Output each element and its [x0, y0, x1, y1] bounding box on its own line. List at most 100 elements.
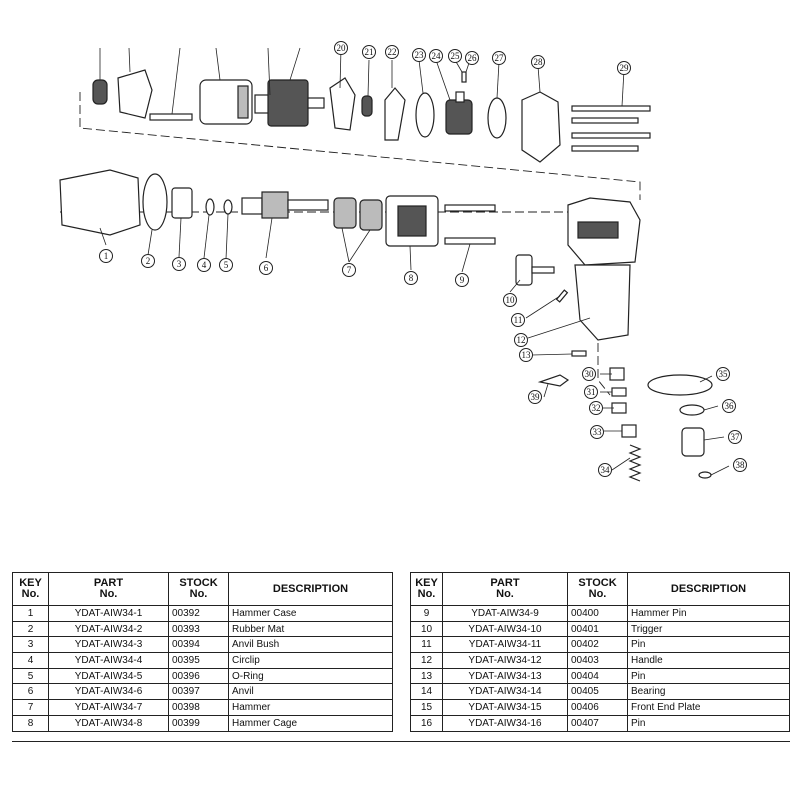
valve-seat-part: [611, 402, 627, 414]
svg-text:2: 2: [146, 256, 151, 266]
callout-39: 39: [528, 390, 542, 404]
bearing-part-2: [361, 95, 373, 117]
gasket-part: [384, 87, 406, 141]
svg-text:22: 22: [388, 47, 397, 57]
cell-key: 11: [410, 636, 443, 654]
cell-part-no: YDAT-AIW34-10: [442, 620, 568, 638]
handle-part: [574, 264, 631, 341]
cell-stock-no: 00404: [567, 667, 628, 685]
cell-part-no: YDAT-AIW34-11: [442, 636, 568, 654]
cell-description: Hammer Pin: [627, 605, 790, 622]
svg-text:20: 20: [337, 43, 347, 53]
cell-part-no: YDAT-AIW34-6: [48, 683, 169, 701]
svg-text:28: 28: [534, 57, 544, 67]
callout-27: 27: [492, 51, 506, 65]
cell-description: Rubber Mat: [228, 620, 393, 638]
cell-description: Front End Plate: [627, 699, 790, 716]
cell-part-no: YDAT-AIW34-9: [442, 605, 568, 622]
callout-26: 26: [465, 51, 479, 65]
svg-text:37: 37: [731, 432, 741, 442]
callout-31: 31: [584, 385, 598, 399]
valve-part: [611, 387, 627, 397]
bottom-plate-part: [647, 374, 713, 396]
callout-33: 33: [590, 425, 604, 439]
callout-24: 24: [429, 49, 443, 63]
callout-8: 8: [404, 271, 418, 285]
callout-35: 35: [716, 367, 730, 381]
callout-6: 6: [259, 261, 273, 275]
cell-part-no: YDAT-AIW34-14: [442, 683, 568, 701]
anvil-bush-part: [171, 187, 193, 219]
header-description: DESCRIPTION: [228, 572, 393, 606]
svg-text:7: 7: [347, 265, 352, 275]
air-inlet-part: [609, 367, 625, 381]
callout-12: 12: [514, 333, 528, 347]
cell-part-no: YDAT-AIW34-1: [48, 605, 169, 622]
cell-description: Hammer: [228, 699, 393, 716]
cell-key: 10: [410, 620, 443, 638]
front-end-plate-part: [117, 69, 153, 119]
cell-part-no: YDAT-AIW34-8: [48, 714, 169, 732]
svg-text:13: 13: [522, 350, 532, 360]
rear-plate-part: [329, 77, 356, 131]
trigger-part: [515, 254, 555, 286]
cell-description: Hammer Cage: [228, 714, 393, 732]
pin-part: [555, 289, 569, 303]
reverse-button-part: [537, 374, 570, 387]
callout-36: 36: [722, 399, 736, 413]
cell-part-no: YDAT-AIW34-4: [48, 652, 169, 669]
cell-description: Anvil: [228, 683, 393, 701]
seal-ring-part: [679, 404, 705, 416]
svg-text:36: 36: [725, 401, 735, 411]
cell-stock-no: 00403: [567, 652, 628, 669]
cell-key: 13: [410, 667, 443, 685]
cell-key: 8: [12, 714, 49, 732]
svg-text:32: 32: [592, 403, 601, 413]
cell-description: Pin: [627, 714, 790, 732]
callout-5: 5: [219, 258, 233, 272]
svg-text:9: 9: [460, 275, 465, 285]
pin-part-2: [571, 350, 587, 357]
exploded-parts-diagram: 1 2 3 4 5 6 7 8 9 10 11 12 13 20 21 22 2…: [59, 41, 747, 482]
cell-part-no: YDAT-AIW34-13: [442, 667, 568, 685]
cell-description: Pin: [627, 667, 790, 685]
callout-28: 28: [531, 55, 545, 69]
callouts: 1 2 3 4 5 6 7 8 9 10 11 12 13 20 21 22 2…: [99, 41, 747, 477]
cell-key: 1: [12, 605, 49, 622]
circlip-part: [205, 198, 215, 216]
cell-description: O-Ring: [228, 667, 393, 685]
cell-key: 4: [12, 652, 49, 669]
header-description: DESCRIPTION: [627, 572, 790, 606]
svg-text:3: 3: [177, 259, 182, 269]
cell-part-no: YDAT-AIW34-3: [48, 636, 169, 654]
bottom-divider: [12, 741, 790, 742]
cell-stock-no: 00401: [567, 620, 628, 638]
svg-text:6: 6: [264, 263, 269, 273]
svg-text:35: 35: [719, 369, 729, 379]
svg-text:31: 31: [587, 387, 596, 397]
cell-stock-no: 00395: [168, 652, 229, 669]
svg-text:38: 38: [736, 460, 746, 470]
svg-text:5: 5: [224, 260, 229, 270]
callout-3: 3: [172, 257, 186, 271]
o-ring-part: [415, 92, 435, 138]
callout-2: 2: [141, 254, 155, 268]
callout-10: 10: [503, 293, 517, 307]
rotor-part: [254, 79, 325, 127]
cell-stock-no: 00400: [567, 605, 628, 622]
callout-23: 23: [412, 48, 426, 62]
anvil-part: [241, 191, 329, 219]
svg-text:11: 11: [514, 315, 523, 325]
